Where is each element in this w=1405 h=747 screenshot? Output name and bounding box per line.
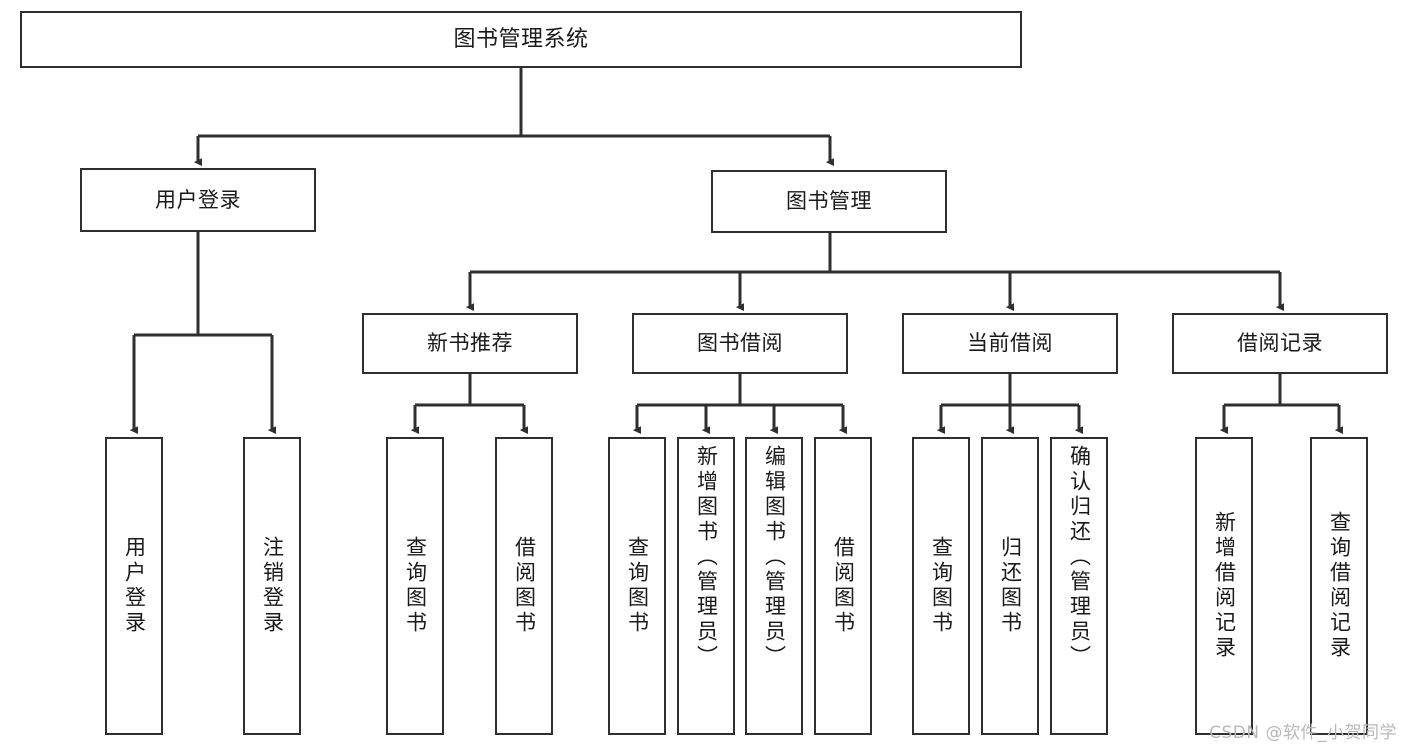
leaf-confirm-return-admin[interactable]: 确认归还（管理员） bbox=[1050, 437, 1108, 735]
node-label: 新增图书（管理员） bbox=[694, 445, 719, 670]
node-new-book-recommendation[interactable]: 新书推荐 bbox=[362, 313, 578, 374]
leaf-edit-book-admin[interactable]: 编辑图书（管理员） bbox=[745, 437, 803, 735]
node-user-login[interactable]: 用户登录 bbox=[80, 168, 316, 232]
watermark-text: CSDN @软件_小贺同学 bbox=[1209, 723, 1397, 743]
node-label: 借阅记录 bbox=[1237, 331, 1323, 356]
leaf-query-books-new-book[interactable]: 查询图书 bbox=[386, 437, 444, 735]
leaf-add-borrow-record[interactable]: 新增借阅记录 bbox=[1195, 437, 1253, 735]
node-label: 编辑图书（管理员） bbox=[762, 445, 787, 670]
leaf-query-books-borrow[interactable]: 查询图书 bbox=[608, 437, 666, 735]
leaf-add-book-admin[interactable]: 新增图书（管理员） bbox=[677, 437, 735, 735]
node-root-book-management-system[interactable]: 图书管理系统 bbox=[20, 11, 1022, 68]
node-label: 图书借阅 bbox=[697, 331, 783, 356]
node-label: 图书管理 bbox=[786, 189, 872, 214]
node-label: 归还图书 bbox=[998, 536, 1023, 636]
node-book-management[interactable]: 图书管理 bbox=[711, 170, 947, 233]
node-label: 新书推荐 bbox=[427, 331, 513, 356]
node-label: 借阅图书 bbox=[512, 536, 537, 636]
node-label: 注销登录 bbox=[260, 536, 285, 636]
node-borrowing-record[interactable]: 借阅记录 bbox=[1172, 313, 1388, 374]
node-label: 用户登录 bbox=[155, 187, 241, 212]
leaf-borrow-books-new-book[interactable]: 借阅图书 bbox=[495, 437, 553, 735]
node-label: 借阅图书 bbox=[831, 536, 856, 636]
node-label: 图书管理系统 bbox=[453, 26, 589, 52]
node-label: 新增借阅记录 bbox=[1212, 511, 1237, 661]
node-label: 用户登录 bbox=[122, 536, 147, 636]
leaf-query-books-current[interactable]: 查询图书 bbox=[912, 437, 970, 735]
leaf-user-login[interactable]: 用户登录 bbox=[105, 437, 163, 735]
node-label: 查询图书 bbox=[403, 536, 428, 636]
node-book-borrowing[interactable]: 图书借阅 bbox=[632, 313, 848, 374]
node-label: 查询借阅记录 bbox=[1327, 511, 1352, 661]
leaf-logout[interactable]: 注销登录 bbox=[243, 437, 301, 735]
node-label: 当前借阅 bbox=[967, 331, 1053, 356]
node-label: 查询图书 bbox=[625, 536, 650, 636]
leaf-return-books[interactable]: 归还图书 bbox=[981, 437, 1039, 735]
node-current-borrowing[interactable]: 当前借阅 bbox=[902, 313, 1118, 374]
node-label: 查询图书 bbox=[929, 536, 954, 636]
leaf-query-borrow-record[interactable]: 查询借阅记录 bbox=[1310, 437, 1368, 735]
node-label: 确认归还（管理员） bbox=[1067, 445, 1092, 670]
leaf-borrow-books[interactable]: 借阅图书 bbox=[814, 437, 872, 735]
